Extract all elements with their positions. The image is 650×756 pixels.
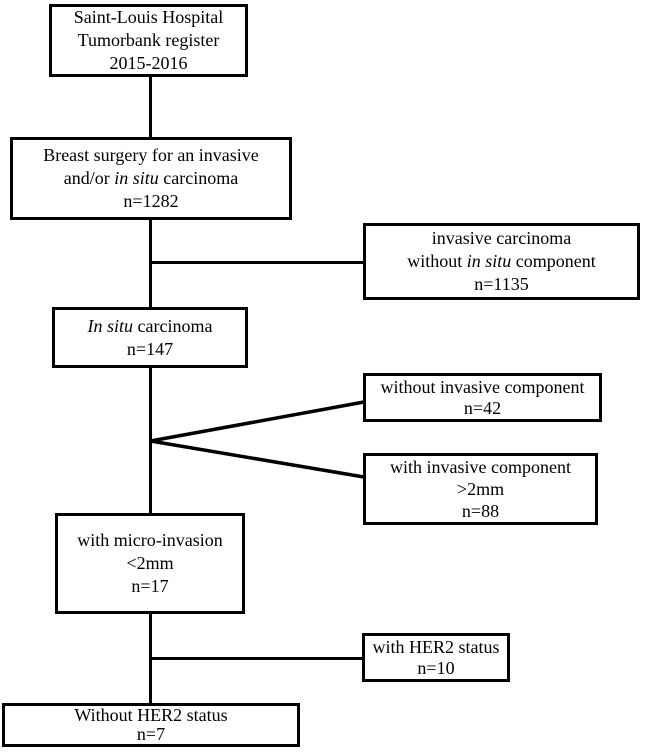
text-segment: >2mm bbox=[456, 479, 505, 499]
text-segment: without bbox=[407, 251, 467, 271]
text-segment-italic: in situ bbox=[466, 251, 512, 271]
connector-surgery-to-insitu bbox=[149, 220, 152, 308]
text-segment: n=1282 bbox=[123, 191, 179, 211]
text-segment: n=7 bbox=[136, 724, 166, 744]
box-text-line: n=88 bbox=[462, 500, 499, 522]
box-text-line: with micro-invasion bbox=[77, 529, 222, 552]
text-segment: Tumorbank register bbox=[77, 30, 220, 50]
text-segment: component bbox=[511, 251, 596, 271]
branch-line-with-invasive bbox=[150, 439, 365, 479]
box-text-line: invasive carcinoma bbox=[432, 227, 571, 250]
box-text-line: Without HER2 status bbox=[74, 706, 227, 725]
box-registry: Saint-Louis Hospital Tumorbank register … bbox=[49, 4, 248, 77]
text-segment: 2015-2016 bbox=[109, 53, 188, 73]
box-without-invasive-component: without invasive component n=42 bbox=[363, 373, 602, 422]
box-with-invasive-component: with invasive component >2mm n=88 bbox=[363, 453, 598, 525]
text-segment: n=42 bbox=[463, 397, 502, 418]
box-without-her2-status: Without HER2 status n=7 bbox=[2, 703, 300, 747]
text-segment: n=147 bbox=[126, 338, 174, 359]
box-text-line: Saint-Louis Hospital bbox=[74, 6, 224, 29]
box-breast-surgery: Breast surgery for an invasive and/or in… bbox=[10, 137, 292, 220]
text-segment-italic: in situ bbox=[114, 168, 159, 188]
box-text-line: without in situ component bbox=[407, 250, 596, 273]
text-segment: carcinoma bbox=[133, 315, 213, 336]
text-segment: Saint-Louis Hospital bbox=[73, 7, 224, 27]
text-segment: with HER2 status bbox=[372, 636, 500, 657]
box-text-line: with invasive component bbox=[390, 456, 571, 478]
text-segment: n=1135 bbox=[474, 274, 529, 294]
box-text-line: n=42 bbox=[464, 398, 501, 419]
box-text-line: n=10 bbox=[417, 658, 454, 679]
connector-branch-invasive-without-insitu bbox=[150, 261, 364, 264]
box-text-line: 2015-2016 bbox=[110, 52, 188, 75]
box-text-line: without invasive component bbox=[381, 377, 585, 398]
box-text-line: n=1135 bbox=[474, 273, 528, 296]
box-invasive-without-insitu: invasive carcinoma without in situ compo… bbox=[363, 223, 640, 300]
branch-line-without-invasive bbox=[150, 400, 365, 443]
box-text-line: n=1282 bbox=[123, 190, 178, 213]
text-segment: invasive carcinoma bbox=[431, 228, 572, 248]
box-text-line: In situ carcinoma bbox=[88, 315, 213, 338]
box-insitu-carcinoma: In situ carcinoma n=147 bbox=[52, 307, 248, 368]
connector-registry-to-surgery bbox=[149, 76, 152, 137]
box-text-line: Tumorbank register bbox=[78, 29, 220, 52]
text-segment: without invasive component bbox=[380, 376, 585, 397]
text-segment: with micro-invasion bbox=[77, 530, 223, 550]
box-text-line: and/or in situ carcinoma bbox=[64, 167, 238, 190]
text-segment: n=17 bbox=[131, 576, 169, 596]
box-with-her2-status: with HER2 status n=10 bbox=[362, 633, 510, 682]
box-text-line: with HER2 status bbox=[372, 637, 499, 658]
text-segment: Breast surgery for an invasive bbox=[43, 145, 259, 165]
box-text-line: n=147 bbox=[127, 338, 173, 361]
text-segment: Without HER2 status bbox=[74, 705, 228, 725]
connector-branch-with-her2 bbox=[150, 657, 363, 660]
text-segment: with invasive component bbox=[390, 457, 571, 477]
box-text-line: n=7 bbox=[137, 725, 165, 744]
text-segment: and/or bbox=[63, 168, 115, 188]
text-segment: <2mm bbox=[126, 553, 174, 573]
text-segment: carcinoma bbox=[158, 168, 239, 188]
box-text-line: <2mm bbox=[126, 552, 173, 575]
text-segment: n=88 bbox=[461, 501, 500, 521]
text-segment-italic: In situ bbox=[87, 315, 134, 336]
box-text-line: Breast surgery for an invasive bbox=[43, 144, 259, 167]
box-text-line: >2mm bbox=[457, 478, 504, 500]
box-text-line: n=17 bbox=[131, 575, 168, 598]
text-segment: n=10 bbox=[417, 657, 455, 678]
box-micro-invasion: with micro-invasion <2mm n=17 bbox=[55, 513, 245, 614]
